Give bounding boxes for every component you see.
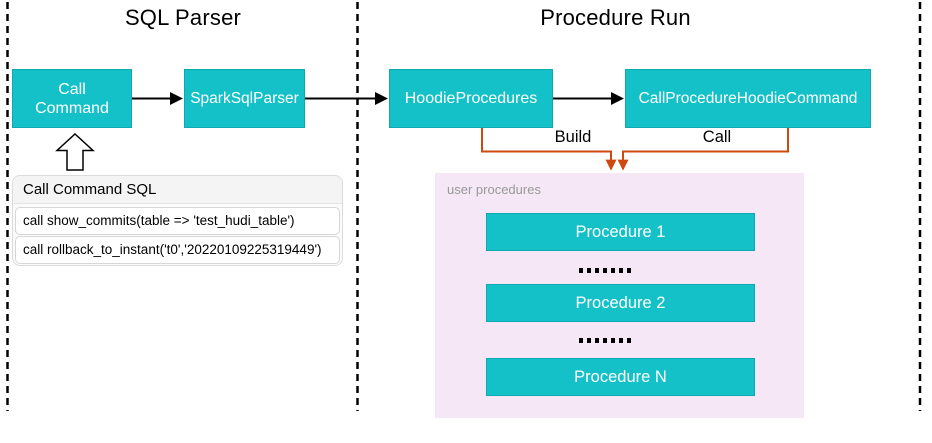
ellipsis-dots	[579, 338, 633, 343]
sql-example-row: call show_commits(table => 'test_hudi_ta…	[15, 207, 340, 235]
node-hoodieprocedures: HoodieProcedures	[389, 69, 553, 128]
node-sparksqlparser-label: SparkSqlParser	[190, 90, 299, 107]
node-callprocedurehoodiecommand: CallProcedureHoodieCommand	[625, 69, 871, 128]
node-sparksqlparser: SparkSqlParser	[184, 69, 305, 128]
node-call-command: Call Command	[12, 69, 132, 128]
node-callprocedurehoodiecommand-label: CallProcedureHoodieCommand	[638, 90, 858, 107]
sql-example-row: call rollback_to_instant('t0','202201092…	[15, 236, 340, 264]
ellipsis-dots	[579, 268, 633, 273]
procedure-item: Procedure N	[486, 358, 755, 396]
procedure-item: Procedure 2	[486, 284, 755, 322]
user-procedures-panel: user procedures Procedure 1 Procedure 2 …	[435, 173, 804, 418]
node-call-command-line2: Command	[35, 99, 109, 117]
user-procedures-label: user procedures	[447, 182, 541, 197]
lane-title-procedure-run: Procedure Run	[540, 5, 691, 30]
edge-label-call: Call	[702, 128, 732, 146]
up-arrow-sql-to-callcommand	[55, 132, 95, 171]
call-command-sql-card: Call Command SQL call show_commits(table…	[12, 175, 343, 266]
procedure-item: Procedure 1	[486, 213, 755, 251]
edge-label-build: Build	[554, 128, 592, 146]
lane-title-sql-parser: SQL Parser	[124, 5, 242, 30]
node-call-command-line1: Call	[58, 80, 86, 98]
node-hoodieprocedures-label: HoodieProcedures	[404, 90, 538, 107]
sql-card-header: Call Command SQL	[13, 176, 342, 204]
